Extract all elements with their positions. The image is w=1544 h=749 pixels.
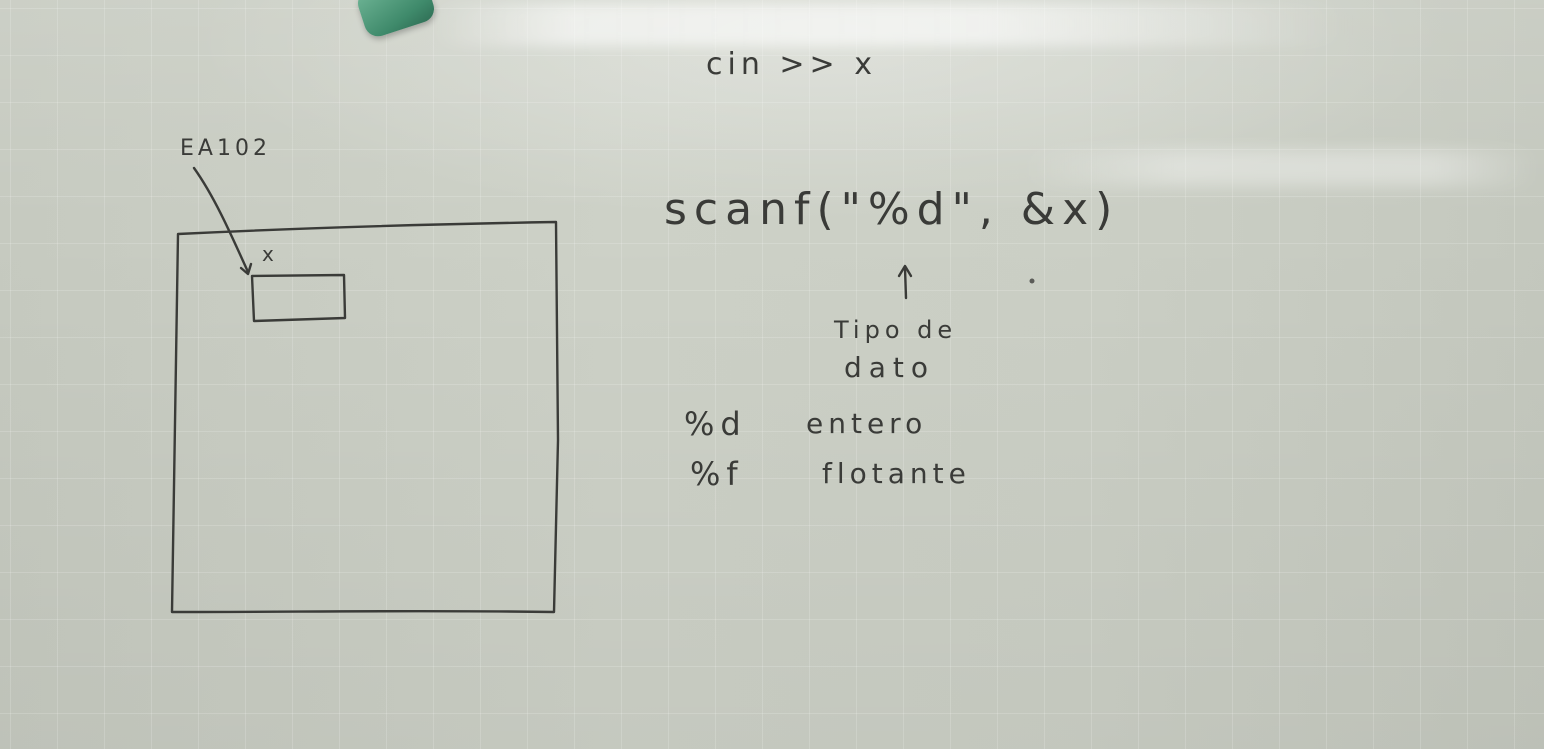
annotation-line-2: dato	[844, 351, 936, 384]
variable-cell	[250, 273, 347, 323]
format-desc-float: flotante	[822, 457, 971, 490]
variable-label: x	[262, 242, 280, 266]
format-spec-float: %f	[690, 455, 744, 493]
scanf-statement: scanf("%d", &x)	[664, 184, 1120, 235]
annotation-line-1: Tipo de	[834, 316, 958, 344]
light-glare	[430, 4, 1350, 46]
memory-box	[170, 220, 560, 614]
cin-statement: cin >> x	[706, 47, 877, 82]
light-glare-secondary	[1020, 150, 1540, 186]
address-arrow	[192, 166, 250, 274]
address-arrow-head	[239, 262, 253, 276]
format-desc-int: entero	[806, 407, 928, 440]
ink-dot	[1029, 278, 1035, 284]
type-arrow-head	[897, 264, 913, 278]
format-spec-int: %d	[684, 405, 747, 443]
type-arrow	[903, 266, 908, 300]
memory-address-label: EA102	[180, 136, 271, 161]
